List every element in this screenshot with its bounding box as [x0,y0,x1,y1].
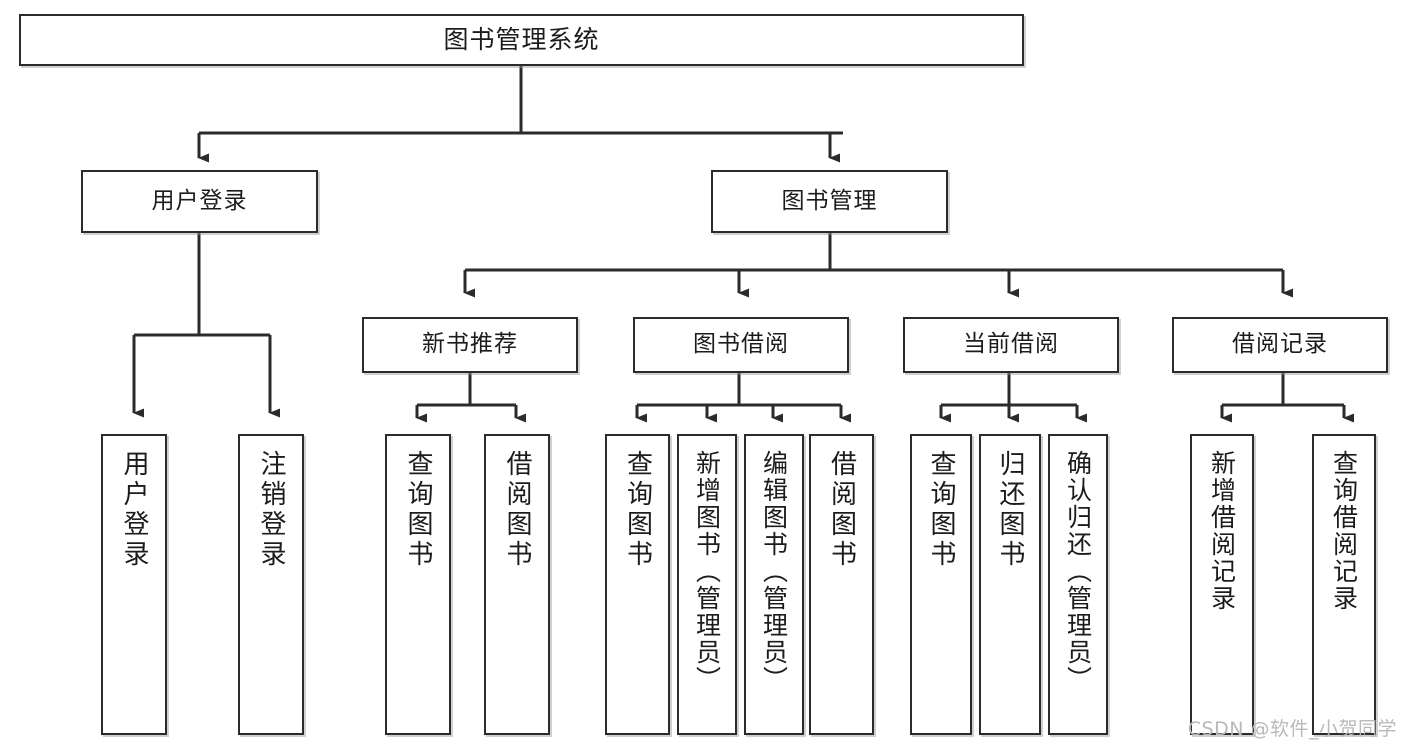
node-borrow-record[interactable]: 借阅记录 [1172,317,1388,373]
node-current-borrow[interactable]: 当前借阅 [903,317,1119,373]
node-leaf-borrow-book-1[interactable]: 借阅图书 [484,434,550,735]
node-leaf-user-login-label: 用户登录 [119,450,150,570]
node-leaf-add-book[interactable]: 新增图书（管理员） [677,434,737,735]
node-leaf-add-record-label: 新增借阅记录 [1207,450,1237,612]
node-leaf-borrow-book-2-label: 借阅图书 [826,450,857,570]
node-leaf-borrow-book-2[interactable]: 借阅图书 [809,434,874,735]
node-user-login[interactable]: 用户登录 [81,170,318,233]
node-book-borrow[interactable]: 图书借阅 [633,317,849,373]
node-book-borrow-label: 图书借阅 [693,331,789,358]
node-leaf-query-book-2-label: 查询图书 [622,450,653,570]
node-leaf-edit-book[interactable]: 编辑图书（管理员） [744,434,804,735]
node-root-label: 图书管理系统 [443,25,600,55]
node-borrow-record-label: 借阅记录 [1232,331,1328,358]
node-leaf-query-book-1[interactable]: 查询图书 [385,434,451,735]
node-current-borrow-label: 当前借阅 [963,331,1059,358]
node-user-login-label: 用户登录 [151,187,248,214]
node-leaf-user-logout[interactable]: 注销登录 [238,434,304,735]
node-leaf-confirm-return-label: 确认归还（管理员） [1063,450,1093,693]
node-new-book-rec-label: 新书推荐 [422,331,518,358]
node-leaf-query-book-1-label: 查询图书 [403,450,434,570]
node-root[interactable]: 图书管理系统 [19,14,1024,66]
node-leaf-return-book-label: 归还图书 [995,450,1026,570]
node-leaf-borrow-book-1-label: 借阅图书 [502,450,533,570]
node-leaf-query-book-2[interactable]: 查询图书 [605,434,670,735]
node-leaf-query-record[interactable]: 查询借阅记录 [1312,434,1376,735]
node-leaf-confirm-return[interactable]: 确认归还（管理员） [1048,434,1108,735]
node-leaf-user-login[interactable]: 用户登录 [101,434,167,735]
node-leaf-return-book[interactable]: 归还图书 [979,434,1041,735]
node-new-book-rec[interactable]: 新书推荐 [362,317,578,373]
node-leaf-query-book-3[interactable]: 查询图书 [910,434,972,735]
node-book-manage-label: 图书管理 [781,187,878,214]
node-leaf-add-book-label: 新增图书（管理员） [692,450,722,693]
node-leaf-add-record[interactable]: 新增借阅记录 [1190,434,1254,735]
node-leaf-edit-book-label: 编辑图书（管理员） [759,450,789,693]
node-book-manage[interactable]: 图书管理 [711,170,948,233]
node-leaf-user-logout-label: 注销登录 [256,450,287,570]
node-leaf-query-book-3-label: 查询图书 [926,450,957,570]
csdn-watermark: CSDN @软件_小贺同学 [1187,718,1397,740]
node-leaf-query-record-label: 查询借阅记录 [1329,450,1359,612]
